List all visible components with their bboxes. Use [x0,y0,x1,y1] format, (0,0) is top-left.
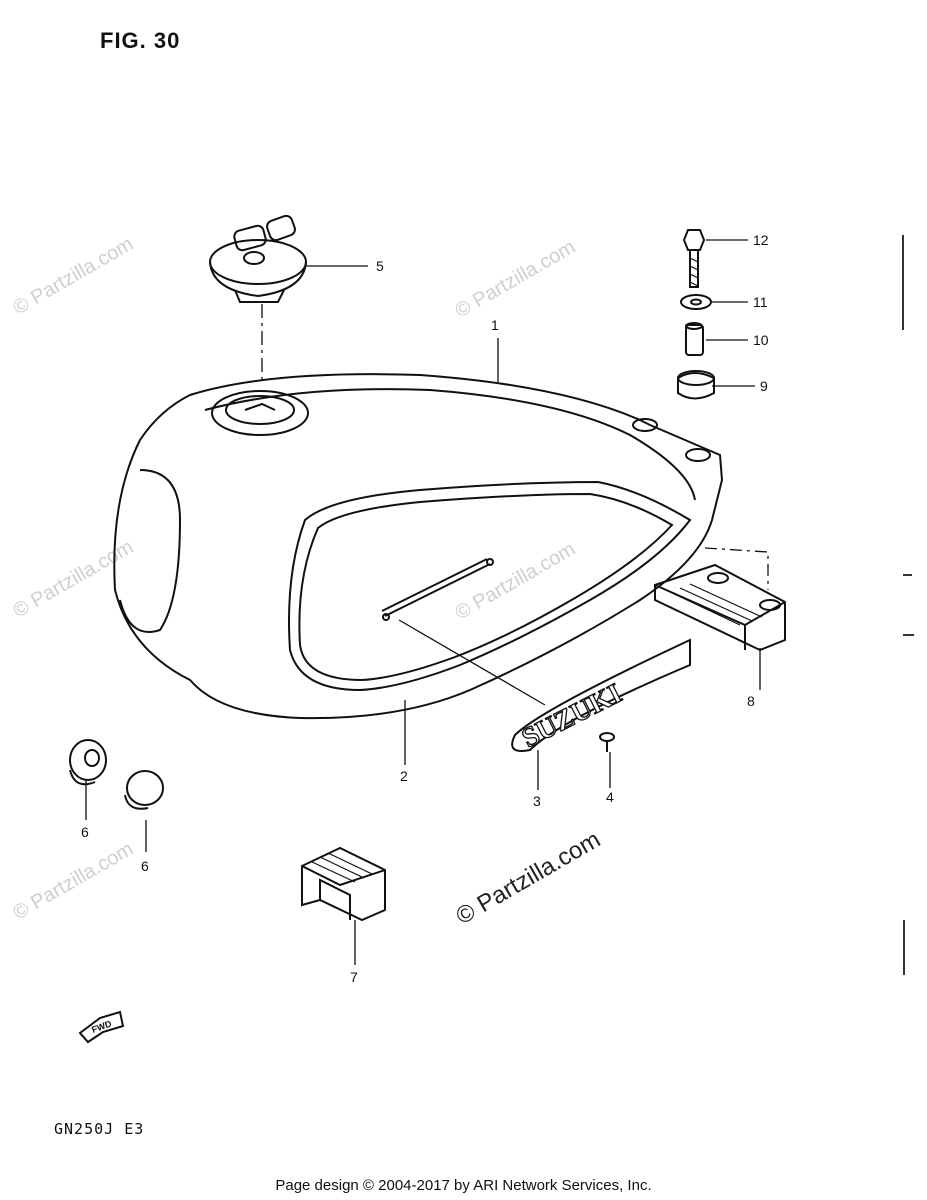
callout-9: 9 [760,378,768,394]
scan-edge-marks [902,235,914,975]
figure-title: FIG. 30 [100,28,181,53]
watermark-group: © Partzilla.com © Partzilla.com © Partzi… [10,233,580,924]
emblem-text: SUZUKI [517,678,627,754]
watermark: © Partzilla.com [10,233,138,319]
callout-8: 8 [747,693,755,709]
callout-11: 11 [753,294,768,310]
callout-12: 12 [753,232,769,248]
watermark: © Partzilla.com [10,838,138,924]
damper [124,770,164,810]
damper [69,739,107,786]
rear-cushion [654,547,786,652]
mounting-hardware [677,229,715,400]
model-code: GN250J E3 [54,1120,145,1138]
callout-1: 1 [491,317,499,333]
callouts: 1 2 3 4 5 6 6 7 8 9 10 11 12 [81,232,769,985]
callout-6: 6 [141,858,149,874]
watermark: © Partzilla.com [452,538,580,624]
watermark: © Partzilla.com [452,236,580,322]
callout-3: 3 [533,793,541,809]
callout-2: 2 [400,768,408,784]
callout-10: 10 [753,332,769,348]
watermark: © Partzilla.com [10,536,138,622]
fuel-tank [113,373,724,720]
emblem-screw [599,732,615,752]
page-footer: Page design © 2004-2017 by ARI Network S… [275,1177,652,1194]
leader-lines [85,239,761,965]
watermark-main: © Partzilla.com [452,826,606,930]
fwd-arrow-icon: FWD [78,1010,125,1044]
callout-6: 6 [81,824,89,840]
callout-5: 5 [376,258,384,274]
callout-4: 4 [606,789,614,805]
callout-7: 7 [350,969,358,985]
tank-cushion [301,846,386,922]
fuel-cap [209,214,307,380]
